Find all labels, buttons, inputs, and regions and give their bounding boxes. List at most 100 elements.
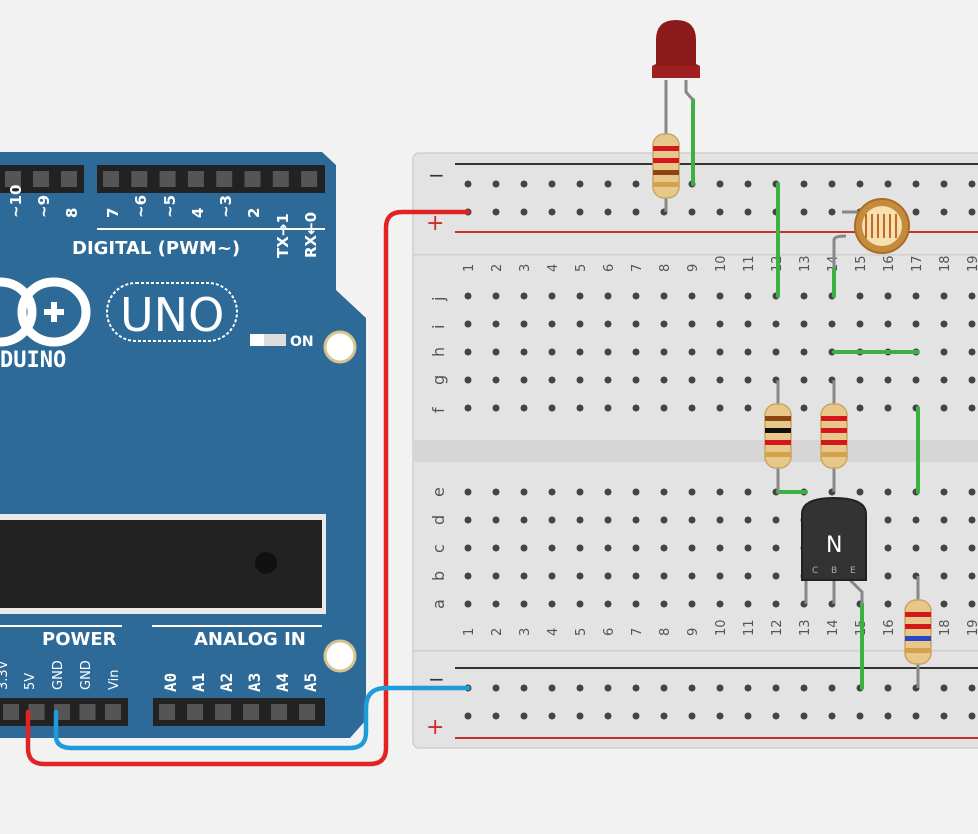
breadboard-hole[interactable]: [548, 320, 556, 328]
breadboard-hole[interactable]: [912, 320, 920, 328]
header-socket[interactable]: [272, 171, 289, 187]
breadboard-hole[interactable]: [520, 292, 528, 300]
breadboard-hole[interactable]: [744, 404, 752, 412]
breadboard-hole[interactable]: [968, 600, 976, 608]
rail-hole[interactable]: [576, 712, 584, 720]
breadboard-hole[interactable]: [968, 516, 976, 524]
breadboard-hole[interactable]: [604, 404, 612, 412]
breadboard-hole[interactable]: [968, 376, 976, 384]
rail-hole[interactable]: [800, 208, 808, 216]
led-resistor[interactable]: [652, 120, 680, 212]
rail-hole[interactable]: [772, 684, 780, 692]
breadboard-hole[interactable]: [772, 572, 780, 580]
breadboard-hole[interactable]: [520, 544, 528, 552]
breadboard-hole[interactable]: [688, 600, 696, 608]
breadboard-hole[interactable]: [744, 292, 752, 300]
breadboard-hole[interactable]: [744, 348, 752, 356]
photoresistor[interactable]: [832, 198, 910, 268]
breadboard-hole[interactable]: [520, 572, 528, 580]
breadboard-hole[interactable]: [884, 572, 892, 580]
rail-hole[interactable]: [940, 684, 948, 692]
red-led[interactable]: [652, 20, 700, 120]
breadboard-hole[interactable]: [632, 320, 640, 328]
breadboard-hole[interactable]: [744, 544, 752, 552]
header-socket[interactable]: [215, 704, 231, 720]
breadboard-hole[interactable]: [940, 516, 948, 524]
breadboard-hole[interactable]: [744, 376, 752, 384]
rail-hole[interactable]: [912, 180, 920, 188]
breadboard-hole[interactable]: [716, 376, 724, 384]
breadboard-hole[interactable]: [744, 320, 752, 328]
breadboard-hole[interactable]: [520, 348, 528, 356]
breadboard-hole[interactable]: [604, 376, 612, 384]
breadboard-hole[interactable]: [520, 376, 528, 384]
breadboard-hole[interactable]: [660, 348, 668, 356]
rail-hole[interactable]: [576, 208, 584, 216]
rail-hole[interactable]: [688, 684, 696, 692]
rail-hole[interactable]: [912, 208, 920, 216]
breadboard-hole[interactable]: [940, 348, 948, 356]
breadboard-hole[interactable]: [940, 320, 948, 328]
header-socket[interactable]: [33, 171, 49, 187]
rail-hole[interactable]: [800, 180, 808, 188]
rail-hole[interactable]: [464, 180, 472, 188]
breadboard-hole[interactable]: [688, 572, 696, 580]
breadboard-hole[interactable]: [940, 488, 948, 496]
breadboard-hole[interactable]: [856, 404, 864, 412]
header-socket[interactable]: [28, 704, 45, 720]
breadboard-hole[interactable]: [604, 488, 612, 496]
breadboard-hole[interactable]: [520, 516, 528, 524]
rail-hole[interactable]: [688, 208, 696, 216]
breadboard-hole[interactable]: [716, 320, 724, 328]
header-socket[interactable]: [131, 171, 148, 187]
breadboard-hole[interactable]: [968, 404, 976, 412]
breadboard-hole[interactable]: [884, 600, 892, 608]
breadboard-hole[interactable]: [632, 404, 640, 412]
header-socket[interactable]: [159, 171, 176, 187]
breadboard-hole[interactable]: [464, 488, 472, 496]
breadboard-hole[interactable]: [492, 376, 500, 384]
header-socket[interactable]: [187, 704, 203, 720]
breadboard-hole[interactable]: [576, 376, 584, 384]
breadboard-hole[interactable]: [772, 348, 780, 356]
header-socket[interactable]: [243, 704, 259, 720]
breadboard-hole[interactable]: [688, 376, 696, 384]
breadboard-hole[interactable]: [632, 572, 640, 580]
rail-hole[interactable]: [492, 208, 500, 216]
breadboard-hole[interactable]: [912, 292, 920, 300]
rail-hole[interactable]: [604, 180, 612, 188]
rail-hole[interactable]: [940, 712, 948, 720]
breadboard-hole[interactable]: [548, 572, 556, 580]
breadboard-hole[interactable]: [856, 488, 864, 496]
breadboard-hole[interactable]: [632, 516, 640, 524]
breadboard-hole[interactable]: [576, 488, 584, 496]
jumper-wires[interactable]: [691, 98, 920, 690]
rail-hole[interactable]: [632, 208, 640, 216]
breadboard-hole[interactable]: [856, 376, 864, 384]
breadboard-hole[interactable]: [576, 292, 584, 300]
breadboard-hole[interactable]: [492, 488, 500, 496]
breadboard-hole[interactable]: [800, 376, 808, 384]
rail-hole[interactable]: [744, 712, 752, 720]
breadboard-hole[interactable]: [800, 404, 808, 412]
rail-hole[interactable]: [800, 684, 808, 692]
breadboard-hole[interactable]: [800, 348, 808, 356]
breadboard-hole[interactable]: [884, 516, 892, 524]
breadboard-hole[interactable]: [800, 292, 808, 300]
rail-hole[interactable]: [744, 208, 752, 216]
rail-hole[interactable]: [828, 180, 836, 188]
breadboard-hole[interactable]: [660, 600, 668, 608]
breadboard-hole[interactable]: [548, 516, 556, 524]
breadboard-hole[interactable]: [716, 572, 724, 580]
breadboard-hole[interactable]: [912, 544, 920, 552]
rail-hole[interactable]: [884, 712, 892, 720]
header-socket[interactable]: [159, 704, 175, 720]
breadboard-hole[interactable]: [492, 292, 500, 300]
header-socket[interactable]: [271, 704, 287, 720]
breadboard-hole[interactable]: [492, 320, 500, 328]
breadboard-hole[interactable]: [940, 572, 948, 580]
breadboard-hole[interactable]: [772, 516, 780, 524]
breadboard-hole[interactable]: [716, 292, 724, 300]
breadboard-hole[interactable]: [604, 348, 612, 356]
rail-hole[interactable]: [548, 180, 556, 188]
